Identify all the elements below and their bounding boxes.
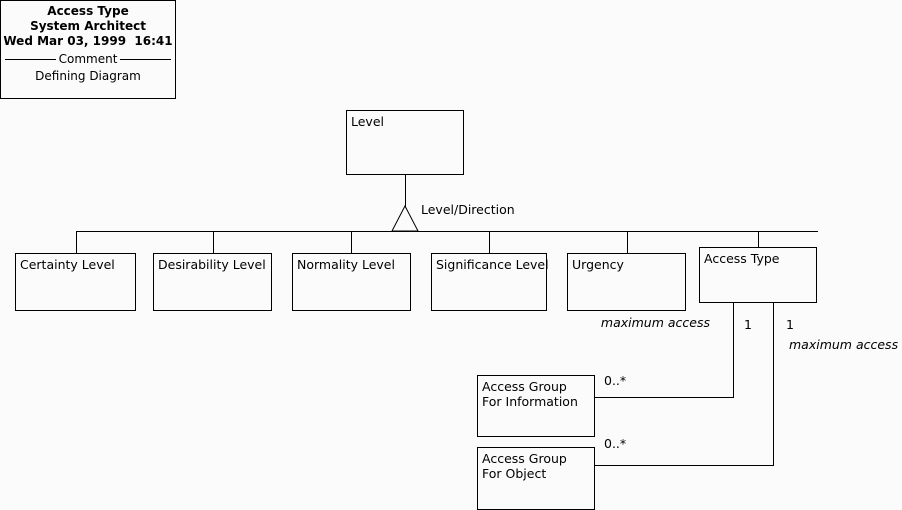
generalization-label: Level/Direction [421, 202, 515, 217]
class-box-normality-level[interactable]: Normality Level [292, 253, 411, 311]
class-box-access-group-for-object[interactable]: Access Group For Object [477, 447, 595, 510]
assoc2-target-multiplicity: 0..* [604, 436, 627, 451]
generalization-stem [405, 175, 406, 207]
assoc2-role-label: maximum access [789, 337, 899, 352]
class-box-access-type[interactable]: Access Type [699, 247, 817, 303]
drop-line-normality [351, 231, 352, 253]
comment-text: Defining Diagram [35, 69, 141, 83]
drop-line-access-type [758, 231, 759, 247]
separator-rule-left [5, 59, 56, 60]
class-box-desirability-level[interactable]: Desirability Level [153, 253, 272, 311]
assoc2-horizontal-to-group [595, 465, 774, 466]
drop-line-desirability [213, 231, 214, 253]
comment-section-label: Comment [58, 52, 118, 66]
assoc1-vertical-from-access-type [733, 303, 734, 397]
assoc1-source-multiplicity: 1 [744, 317, 752, 332]
drop-line-significance [489, 231, 490, 253]
title-block-author: System Architect [30, 19, 146, 33]
assoc2-vertical-from-access-type [773, 303, 774, 465]
comment-separator: Comment [1, 53, 175, 66]
class-box-level[interactable]: Level [346, 110, 464, 175]
assoc1-horizontal-to-group [595, 397, 734, 398]
drop-line-urgency [627, 231, 628, 253]
title-block: Access Type System Architect Wed Mar 03,… [0, 0, 176, 99]
title-block-timestamp: Wed Mar 03, 1999 16:41 [3, 34, 173, 48]
drop-line-certainty [76, 231, 77, 253]
assoc2-source-multiplicity: 1 [786, 317, 794, 332]
title-block-name: Access Type [47, 4, 129, 18]
assoc1-role-label: maximum access [600, 315, 710, 330]
class-box-significance-level[interactable]: Significance Level [431, 253, 549, 311]
assoc1-target-multiplicity: 0..* [604, 373, 627, 388]
separator-rule-right [120, 59, 172, 60]
class-box-certainty-level[interactable]: Certainty Level [15, 253, 136, 311]
class-box-urgency[interactable]: Urgency [567, 253, 686, 311]
generalization-bus [76, 231, 818, 232]
class-box-access-group-for-information[interactable]: Access Group For Information [477, 375, 595, 437]
generalization-triangle [391, 204, 419, 232]
